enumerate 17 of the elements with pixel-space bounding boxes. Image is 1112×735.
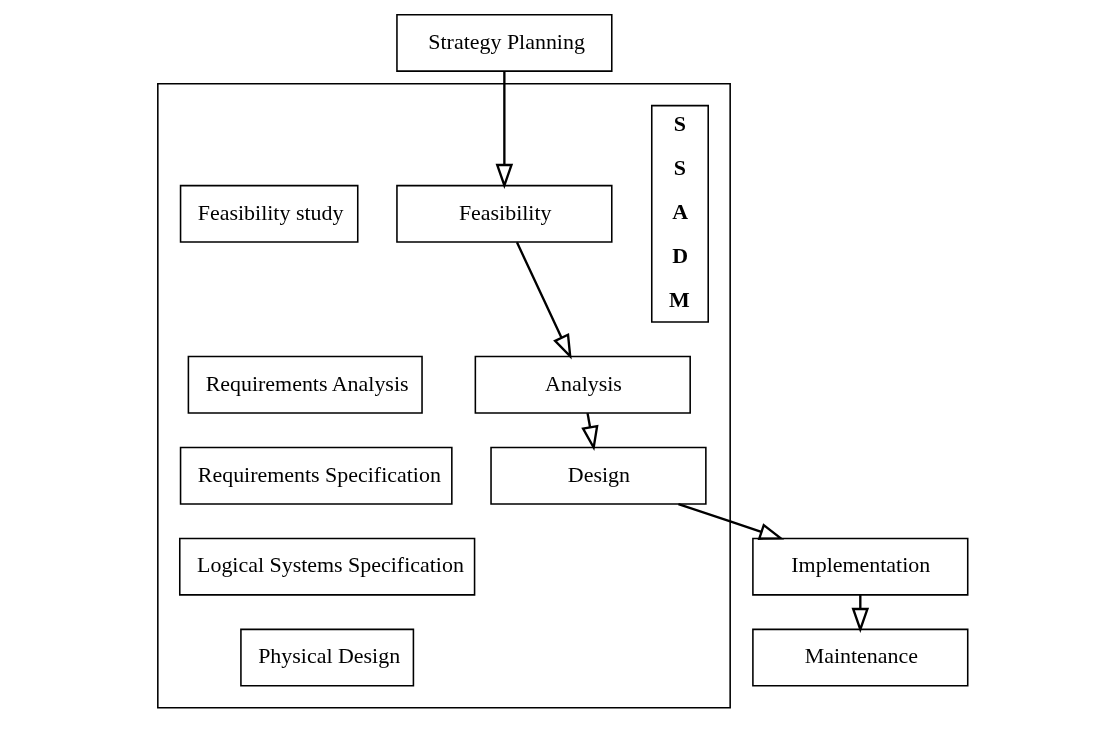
node-box: Maintenance — [751, 628, 968, 687]
node-box: Design — [489, 446, 707, 505]
node-box: Analysis — [474, 355, 691, 414]
node-box: Feasibility study — [179, 184, 359, 243]
node-box: Logical Systems Specification — [178, 537, 475, 596]
node-box: Strategy Planning — [395, 13, 613, 72]
node-box: Requirements Specification — [179, 446, 453, 505]
node-box: Feasibility — [395, 184, 613, 243]
arrow — [677, 503, 784, 540]
node-box: Implementation — [751, 537, 968, 596]
cluster — [156, 82, 731, 709]
arrow — [580, 412, 599, 451]
arrow — [515, 241, 572, 360]
node-box: S S A D M — [650, 104, 709, 323]
node-box: Physical Design — [239, 628, 414, 687]
arrow — [495, 71, 513, 189]
node-box: Requirements Analysis — [187, 355, 423, 414]
